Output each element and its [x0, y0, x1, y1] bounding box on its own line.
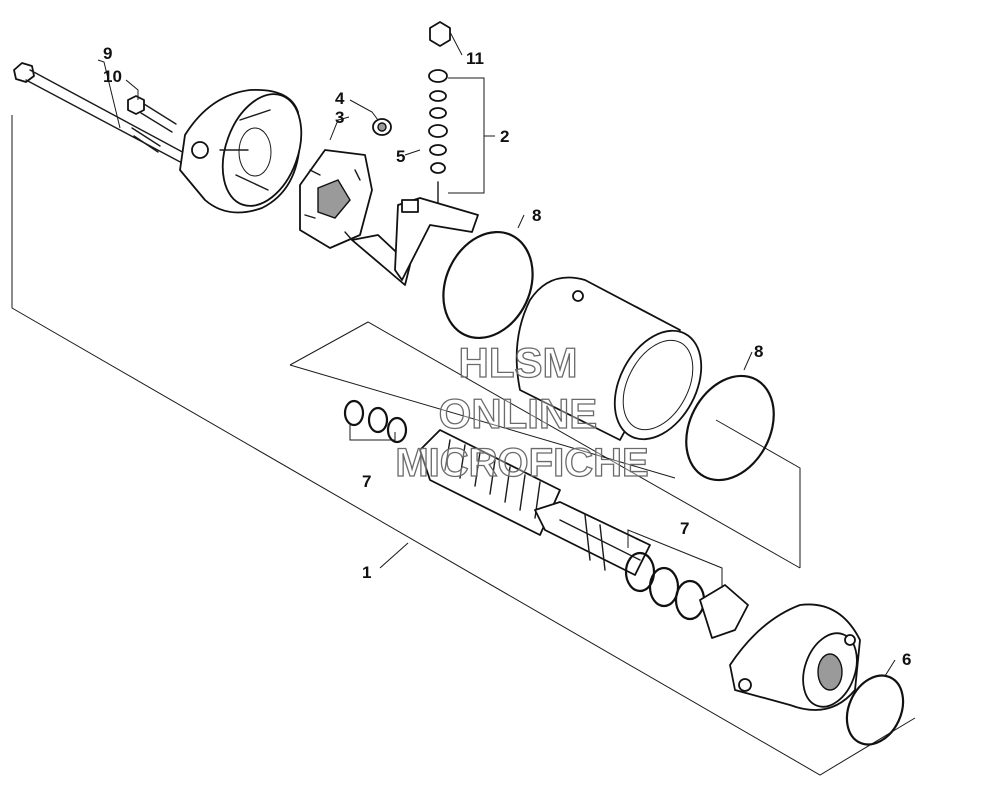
mounting-bolt [127, 95, 177, 153]
watermark-line-1: HLSM [459, 339, 578, 386]
washers-right [624, 551, 749, 639]
callout-3: 3 [335, 108, 344, 127]
callout-11: 11 [466, 49, 484, 68]
o-ring-front [845, 674, 905, 746]
callout-7-right: 7 [680, 519, 689, 538]
callout-6: 6 [902, 650, 911, 669]
callout-4: 4 [335, 89, 345, 108]
watermark-line-3: MICROFICHE [395, 441, 648, 485]
assembly-bracket-1 [11, 115, 916, 776]
brush-terminal-bracket [394, 197, 479, 281]
brush-holder-plate [299, 149, 411, 286]
callout-10: 10 [103, 67, 122, 86]
armature [419, 429, 651, 576]
callout-2: 2 [500, 127, 509, 146]
watermark-line-2: ONLINE [439, 390, 598, 437]
terminal-hardware-stack [428, 21, 451, 216]
callout-9: 9 [103, 44, 112, 63]
washers-left [343, 399, 408, 444]
front-end-cover [729, 603, 861, 711]
callout-5: 5 [396, 147, 405, 166]
armature-group-bracket [289, 321, 801, 569]
watermark: HLSM ONLINE MICROFICHE [395, 338, 650, 485]
o-ring-upper [442, 230, 534, 340]
callout-8-upper: 8 [532, 206, 541, 225]
callout-8-right: 8 [754, 342, 763, 361]
callout-1: 1 [362, 563, 371, 582]
callout-7-left: 7 [362, 472, 371, 491]
brush-spring [372, 118, 392, 136]
callout-labels: 1 2 3 4 5 6 7 7 8 8 9 10 11 [103, 44, 911, 669]
leader-lines [97, 31, 896, 677]
o-ring-right [685, 374, 775, 482]
rear-end-cover [179, 89, 303, 214]
yoke-housing [515, 276, 703, 441]
through-bolt [13, 62, 189, 165]
